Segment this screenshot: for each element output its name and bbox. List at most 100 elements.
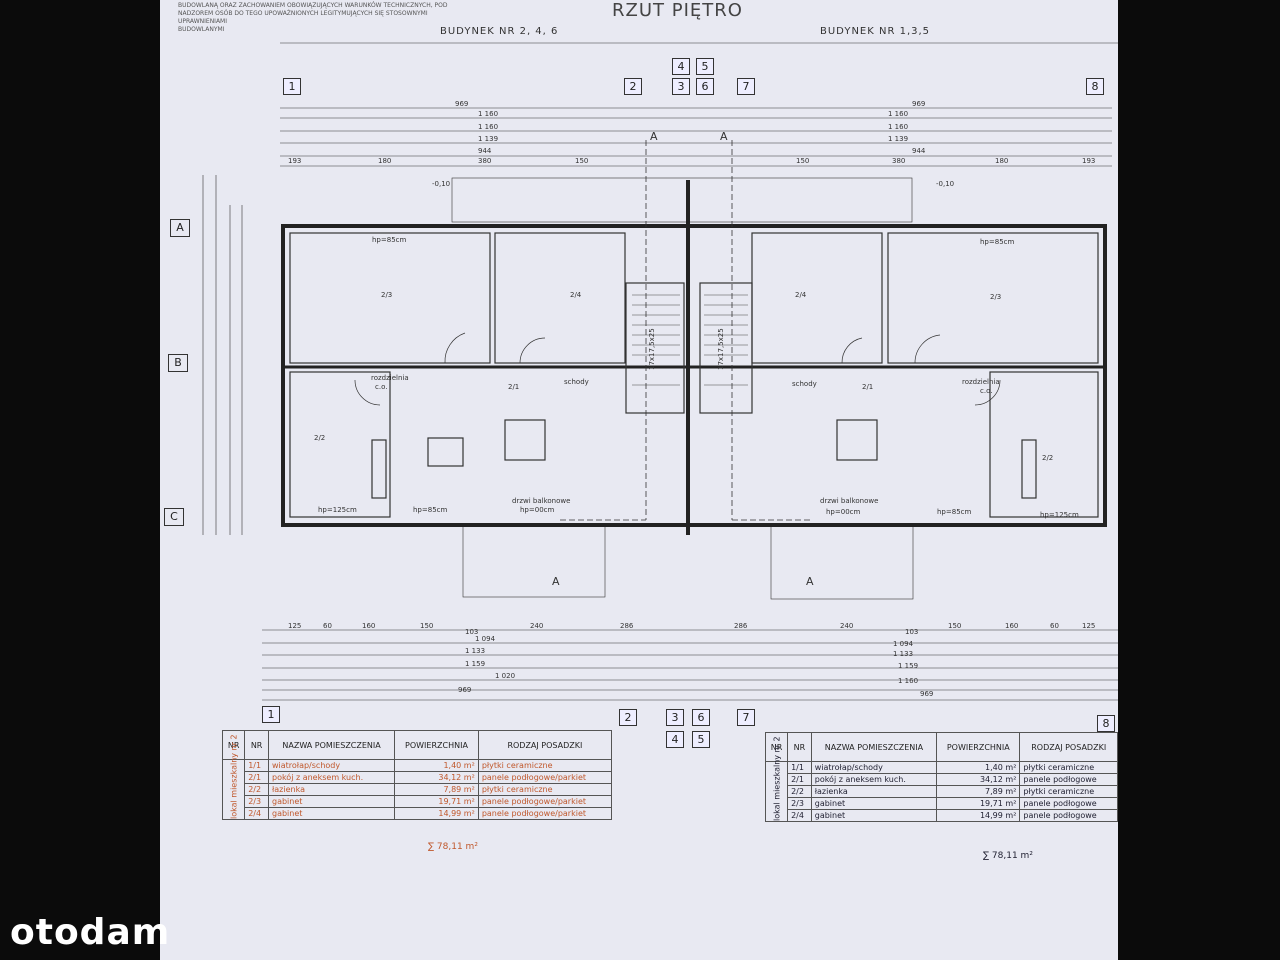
axis-5-bottom: 5	[692, 731, 710, 748]
dimension: 160	[1005, 622, 1018, 630]
table-cell: 1,40 m²	[394, 759, 479, 772]
table-cell: panele podłogowe/parkiet	[477, 795, 613, 808]
header-note: BUDOWLANĄ ORAZ ZACHOWANIEM OBOWIĄZUJĄCYC…	[178, 2, 478, 34]
col-header: POWIERZCHNIA	[394, 730, 479, 760]
dimension: 1 159	[465, 660, 485, 668]
table-cell: 1,40 m²	[936, 761, 1021, 774]
axis-7-bottom: 7	[737, 709, 755, 726]
dimension: 180	[995, 157, 1008, 165]
table-cell: panele podłogowe	[1019, 797, 1118, 810]
axis-3-bottom: 3	[666, 709, 684, 726]
dimension: 286	[620, 622, 634, 630]
table-cell: płytki ceramiczne	[1019, 785, 1118, 798]
total-area-right: ∑ 78,11 m²	[983, 851, 1033, 861]
table-cell: łazienka	[267, 783, 396, 796]
building-left-label: BUDYNEK NR 2, 4, 6	[440, 26, 559, 37]
axis-8: 8	[1086, 78, 1104, 95]
table-cell: 2/3	[244, 795, 269, 808]
dimension: 160	[362, 622, 375, 630]
floor-plan: 2/3 2/4 2/1 2/2 2/4 2/3 2/1 2/2 hp=85cm …	[202, 42, 1118, 701]
room-label: 2/3	[381, 291, 392, 299]
table-cell: 14,99 m²	[394, 807, 479, 820]
col-header: NAZWA POMIESZCZENIA	[810, 732, 938, 762]
dimension: 969	[458, 686, 471, 694]
building-right-label: BUDYNEK NR 1,3,5	[820, 26, 931, 37]
dimension: 1 160	[898, 677, 918, 685]
table-cell: 2/2	[244, 783, 269, 796]
dimension: 1 160	[478, 123, 498, 131]
axis-2: 2	[624, 78, 642, 95]
dimension: 193	[288, 157, 301, 165]
table-cell: gabinet	[810, 797, 938, 810]
room-label: 2/3	[990, 293, 1001, 301]
dimension: 1 159	[898, 662, 918, 670]
axis-1: 1	[283, 78, 301, 95]
drawing-title: RZUT PIĘTRO	[612, 0, 743, 21]
dimension: 969	[912, 100, 925, 108]
dimension: 944	[478, 147, 492, 155]
dimension: 103	[905, 628, 918, 636]
row-A: A	[170, 219, 190, 237]
table-cell: 2/4	[244, 807, 269, 820]
table-cell: gabinet	[810, 809, 938, 822]
door-height-label: hp=00cm	[826, 508, 861, 516]
total-area-left: ∑ 78,11 m²	[428, 842, 478, 852]
row-B: B	[168, 354, 188, 372]
distributor-label: rozdzielnia	[371, 374, 409, 382]
table-cell: 1/1	[244, 759, 269, 772]
room-table-right: NR NR NAZWA POMIESZCZENIA POWIERZCHNIA R…	[764, 732, 1118, 822]
dimension: 103	[465, 628, 478, 636]
unit-group-label: lokal mieszkalny nr 2	[765, 736, 788, 822]
col-header: NR	[221, 730, 246, 760]
otodam-logo: otodam	[10, 912, 171, 953]
unit-group-label: lokal mieszkalny nr 2	[222, 734, 245, 820]
dimension: 944	[912, 147, 926, 155]
axis-4: 4	[672, 58, 690, 75]
table-cell: 2/1	[787, 773, 812, 786]
table-cell: gabinet	[267, 807, 396, 820]
axis-4-bottom: 4	[666, 731, 684, 748]
balcony-door-label: drzwi balkonowe	[820, 497, 878, 505]
section-mark: A	[552, 575, 560, 588]
sill-height-label: hp=85cm	[413, 506, 448, 514]
col-header: NR	[787, 732, 812, 762]
table-cell: 19,71 m²	[394, 795, 479, 808]
dimension: 286	[734, 622, 748, 630]
distributor-label: rozdzielnia	[962, 378, 1000, 386]
table-cell: 2/1	[244, 771, 269, 784]
table-cell: 1/1	[787, 761, 812, 774]
dimension: 60	[323, 622, 332, 630]
room-label: 2/2	[314, 434, 325, 442]
dimension: 150	[948, 622, 961, 630]
dimension: 1 139	[888, 135, 908, 143]
dimension: 150	[420, 622, 433, 630]
dimension: 125	[1082, 622, 1095, 630]
table-cell: 2/4	[787, 809, 812, 822]
sill-height-label: hp=85cm	[980, 238, 1015, 246]
dimension: 380	[892, 157, 905, 165]
door-height-label: hp=00cm	[520, 506, 555, 514]
stairs-label: schody	[564, 378, 589, 386]
axis-1-bottom: 1	[262, 706, 280, 723]
room-label: 2/1	[862, 383, 873, 391]
axis-5: 5	[696, 58, 714, 75]
co-label: c.o.	[375, 383, 387, 391]
dimension: 1 160	[478, 110, 498, 118]
col-header: NR	[764, 732, 789, 762]
dimension: 1 094	[893, 640, 914, 648]
stairs-dimension: 17x17,5x25	[717, 328, 725, 370]
level-mark: -0,10	[936, 180, 954, 188]
dimension: 1 133	[465, 647, 485, 655]
table-cell: 7,89 m²	[394, 783, 479, 796]
table-cell: 2/2	[787, 785, 812, 798]
section-mark: A	[806, 575, 814, 588]
col-header: POWIERZCHNIA	[936, 732, 1021, 762]
sill-height-label: hp=85cm	[937, 508, 972, 516]
table-cell: 2/3	[787, 797, 812, 810]
table-cell: płytki ceramiczne	[477, 759, 613, 772]
table-cell: 14,99 m²	[936, 809, 1021, 822]
dimension: 380	[478, 157, 491, 165]
dimension: 150	[796, 157, 809, 165]
axis-3: 3	[672, 78, 690, 95]
table-cell: panele podłogowe	[1019, 773, 1118, 786]
